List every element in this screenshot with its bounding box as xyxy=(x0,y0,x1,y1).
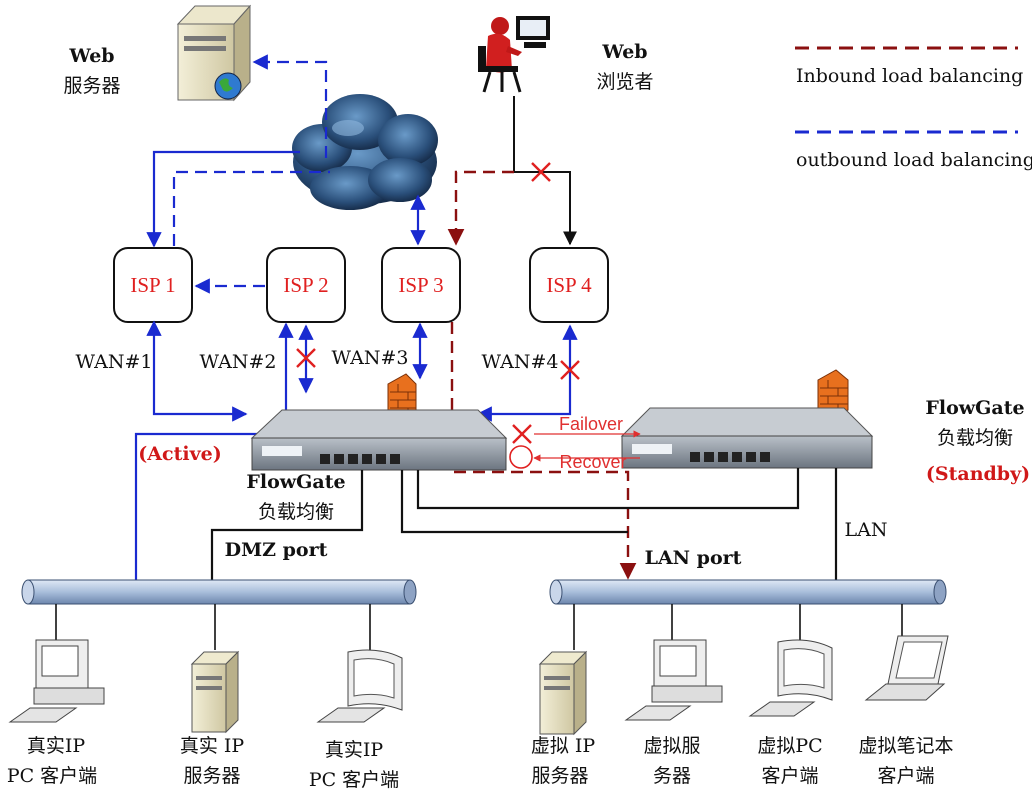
left-host-3-line1: 真实IP xyxy=(325,739,384,761)
failure-x-icon-failover xyxy=(512,424,532,444)
internet-cloud-icon xyxy=(292,94,438,210)
pc-icon-virtual xyxy=(748,639,833,717)
bus-drop-lines xyxy=(55,604,903,650)
pc-icon-real-1 xyxy=(8,639,105,723)
left-host-1-line2: PC 客户端 xyxy=(7,765,97,787)
recover-circle-icon xyxy=(509,445,533,469)
legend-outbound-label: outbound load balancing xyxy=(796,149,1032,171)
dmz-port-label: DMZ port xyxy=(225,539,328,561)
lan-bus xyxy=(549,579,947,605)
right-host-1-line2: 服务器 xyxy=(531,765,588,787)
left-host-1-line1: 真实IP xyxy=(27,735,86,757)
standby-device-desc: 负载均衡 xyxy=(937,427,1013,449)
active-status-label: (Active) xyxy=(138,443,221,465)
isp-3-node: ISP 3 xyxy=(381,247,461,323)
right-host-3-line2: 客户端 xyxy=(761,765,818,787)
active-device-desc: 负载均衡 xyxy=(258,501,334,523)
server-icon-real xyxy=(190,650,240,734)
pc-icon-real-2 xyxy=(316,649,403,723)
outbound-links xyxy=(134,54,578,580)
web-server-subtitle: 服务器 xyxy=(63,75,120,97)
failure-x-icon-browser xyxy=(531,162,551,182)
web-browser-user-icon xyxy=(478,16,550,93)
flowgate-standby-device xyxy=(620,407,874,469)
web-server-icon xyxy=(176,4,252,102)
wan-3-label: WAN#3 xyxy=(332,347,409,369)
failover-recover-links xyxy=(533,430,641,462)
laptop-icon-virtual xyxy=(864,635,949,701)
web-server-title: Web xyxy=(68,45,114,67)
lan-port-label: LAN port xyxy=(645,547,742,569)
isp-4-label: ISP 4 xyxy=(546,273,592,297)
wan-4-label: WAN#4 xyxy=(482,351,559,373)
left-host-2-line2: 服务器 xyxy=(183,765,240,787)
web-browser-subtitle: 浏览者 xyxy=(596,71,653,93)
web-browser-title: Web xyxy=(601,41,647,63)
standby-device-name: FlowGate xyxy=(925,397,1024,419)
isp-2-label: ISP 2 xyxy=(283,273,328,297)
legend: Inbound load balancing outbound load bal… xyxy=(795,46,1032,171)
failure-x-icon-wan4 xyxy=(560,360,580,380)
server-icon-virtual xyxy=(538,650,588,736)
isp-3-label: ISP 3 xyxy=(398,273,443,297)
right-host-4-line2: 客户端 xyxy=(877,765,934,787)
active-device-name: FlowGate xyxy=(246,471,345,493)
wan-1-label: WAN#1 xyxy=(76,351,153,373)
right-host-2-line1: 虚拟服 xyxy=(643,735,700,757)
right-host-1-line1: 虚拟 IP xyxy=(531,735,596,757)
browser-links xyxy=(513,96,577,246)
link-failure-marks xyxy=(296,162,580,444)
left-host-3-line2: PC 客户端 xyxy=(309,769,399,791)
standby-status-label: (Standby) xyxy=(926,463,1030,485)
isp-2-node: ISP 2 xyxy=(266,247,346,323)
pc-icon-virtual-server xyxy=(624,639,723,721)
isp-4-node: ISP 4 xyxy=(529,247,609,323)
right-host-4-line1: 虚拟笔记本 xyxy=(858,735,953,757)
lan-label: LAN xyxy=(845,519,888,541)
failure-x-icon-wan2 xyxy=(296,348,316,368)
isp-1-node: ISP 1 xyxy=(113,247,193,323)
inbound-links xyxy=(447,170,637,580)
flowgate-active-device xyxy=(250,409,508,471)
dmz-bus xyxy=(21,579,417,605)
isp-1-label: ISP 1 xyxy=(130,273,175,297)
lan-wiring xyxy=(210,468,838,580)
left-host-2-line1: 真实 IP xyxy=(180,735,245,757)
wan-2-label: WAN#2 xyxy=(200,351,277,373)
recover-label: Recover xyxy=(559,452,626,472)
right-host-3-line1: 虚拟PC xyxy=(757,735,822,757)
right-host-2-line2: 务器 xyxy=(653,765,691,787)
failover-label: Failover xyxy=(559,414,623,434)
legend-inbound-label: Inbound load balancing xyxy=(796,65,1023,87)
